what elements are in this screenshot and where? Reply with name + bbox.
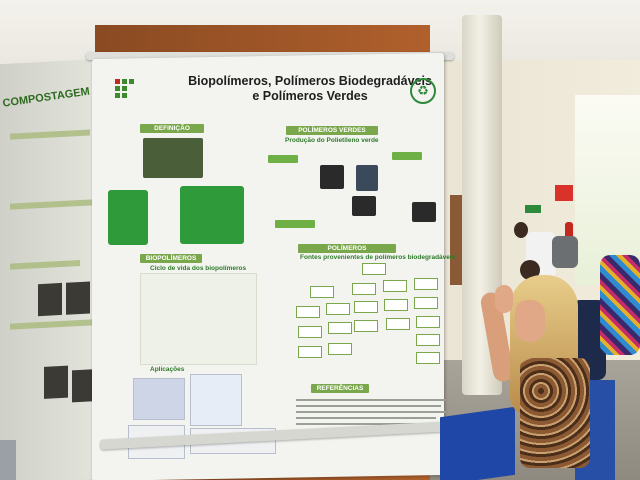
- source-node: [328, 322, 352, 334]
- wooden-door: [450, 195, 464, 285]
- subsection-aplicacoes: Aplicações: [150, 366, 185, 373]
- section-polimeros-verdes: POLÍMEROS VERDES: [286, 126, 378, 135]
- process-image: [412, 202, 436, 222]
- source-node: [416, 352, 440, 364]
- source-node: [354, 301, 378, 313]
- source-node: [416, 316, 440, 328]
- biodegradable-box: [180, 186, 244, 244]
- section-biodegradaveis: POLÍMEROS BIODEGRADÁVEIS: [298, 244, 396, 261]
- blue-chair: [440, 406, 515, 480]
- source-node: [414, 278, 438, 290]
- source-node: [386, 318, 410, 330]
- process-step: [268, 155, 298, 163]
- source-node: [384, 299, 408, 311]
- process-image: [352, 196, 376, 216]
- emergency-sign: [525, 205, 541, 213]
- window: [575, 95, 640, 285]
- student-backpack: [552, 236, 578, 268]
- reference-line: [296, 399, 446, 401]
- student-head: [514, 222, 528, 238]
- woman-face: [515, 300, 545, 342]
- source-node: [383, 280, 407, 292]
- definition-box-green: [108, 190, 148, 245]
- source-node: [326, 303, 350, 315]
- source-node: [362, 263, 386, 275]
- lifecycle-diagram: [140, 273, 257, 365]
- process-step: [275, 220, 315, 228]
- source-node: [354, 320, 378, 332]
- source-node: [352, 283, 376, 295]
- application-photo: [190, 374, 242, 426]
- process-image: [356, 165, 378, 191]
- institute-logo: [115, 79, 135, 99]
- reference-line: [296, 423, 426, 425]
- side-poster-photo: [38, 282, 62, 317]
- poster-title: Biopolímeros, Polímeros Biodegradáveis e…: [160, 74, 460, 104]
- section-referencias: REFERÊNCIAS: [311, 384, 369, 393]
- definition-box: [143, 138, 203, 178]
- reference-line: [296, 411, 446, 413]
- reference-line: [296, 405, 441, 407]
- application-photo: [133, 378, 185, 420]
- source-node: [416, 334, 440, 346]
- subsection-ciclo: Ciclo de vida dos biopolímeros: [150, 265, 247, 272]
- subsection-producao: Produção do Polietileno verde: [285, 137, 379, 144]
- source-node: [328, 343, 352, 355]
- poster-title-line-2: e Polímeros Verdes: [252, 89, 368, 103]
- process-image: [320, 165, 344, 189]
- source-node: [310, 286, 334, 298]
- source-node: [414, 297, 438, 309]
- process-step: [392, 152, 422, 160]
- source-node: [296, 306, 320, 318]
- trash-bin: [0, 440, 16, 480]
- poster-title-line-1: Biopolímeros, Polímeros Biodegradáveis: [188, 74, 432, 88]
- side-poster-band: [10, 129, 90, 140]
- section-definicao: DEFINIÇÃO: [140, 124, 204, 133]
- source-node: [298, 326, 322, 338]
- recycle-icon: ♻: [410, 78, 436, 104]
- colorful-backpack: [600, 255, 640, 355]
- fire-extinguisher: [565, 222, 573, 246]
- woman-leopard-top: [520, 358, 590, 468]
- side-poster-photo: [66, 281, 90, 315]
- source-node: [298, 346, 322, 358]
- reference-line: [296, 417, 436, 419]
- subsection-fontes: Fontes provenientes de polímeros biodegr…: [300, 254, 456, 261]
- section-biopolimeros: BIOPOLÍMEROS: [140, 254, 202, 263]
- side-poster-band: [10, 319, 95, 330]
- exit-sign: [555, 185, 573, 201]
- side-poster-band: [10, 259, 80, 270]
- side-poster-photo: [44, 365, 68, 399]
- woman-hand: [495, 285, 513, 313]
- side-poster-band: [10, 198, 100, 210]
